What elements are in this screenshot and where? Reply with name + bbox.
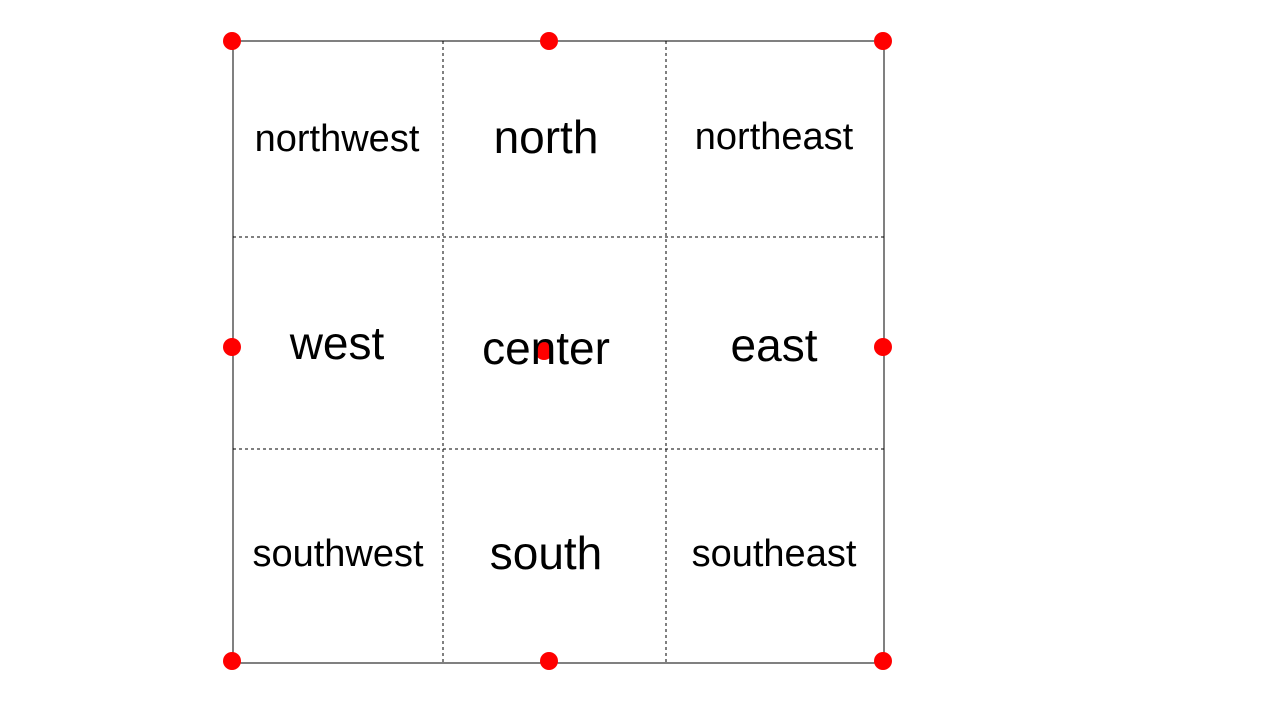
anchor-point-southeast — [874, 652, 892, 670]
region-label-northeast: northeast — [694, 116, 854, 158]
anchor-point-northeast — [874, 32, 892, 50]
region-label-center: center — [482, 322, 610, 374]
region-label-southwest: southwest — [252, 533, 424, 575]
region-label-southeast: southeast — [691, 533, 857, 575]
anchor-point-center — [535, 342, 553, 360]
anchor-point-west — [223, 338, 241, 356]
region-label-south: south — [489, 527, 603, 579]
anchor-point-north — [540, 32, 558, 50]
region-label-northwest: northwest — [254, 118, 420, 160]
anchor-point-northwest — [223, 32, 241, 50]
anchor-point-east — [874, 338, 892, 356]
region-label-east: east — [730, 319, 818, 371]
region-label-west: west — [289, 317, 385, 369]
anchor-point-southwest — [223, 652, 241, 670]
anchor-point-south — [540, 652, 558, 670]
region-label-north: north — [493, 111, 599, 163]
